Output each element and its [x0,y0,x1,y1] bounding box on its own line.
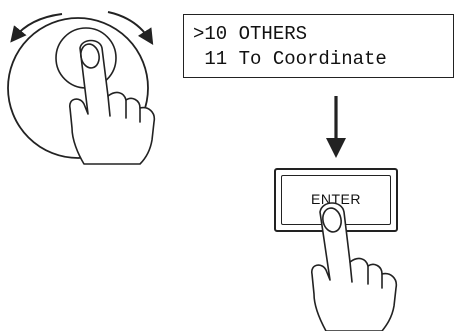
pointing-hand-icon [312,203,397,331]
arrow-down-icon [326,96,346,158]
